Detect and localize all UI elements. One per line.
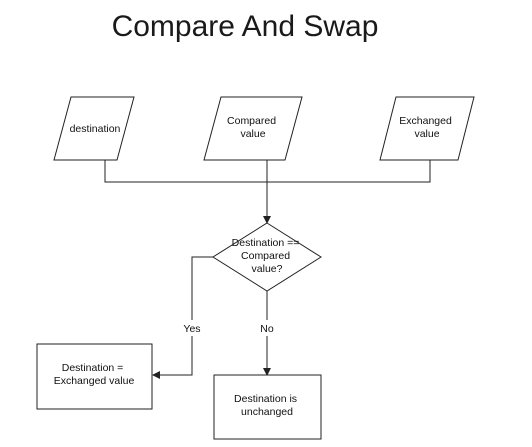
outcome-unchanged-label: Destination is unchanged: [234, 393, 300, 418]
outcome-unchanged-line-1: Destination is: [234, 393, 297, 405]
input-compared-value-line-1: Compared: [227, 115, 276, 127]
outcome-destination-exchanged: Destination = Exchanged value: [36, 343, 153, 410]
no-branch: No: [254, 291, 280, 376]
input-destination-label: destination: [70, 123, 121, 135]
yes-label: Yes: [183, 323, 200, 335]
input-compared-value-line-2: value: [240, 128, 265, 140]
decision-label: Destination == Compared value?: [232, 237, 303, 275]
decision-line-2: Compared: [241, 250, 290, 262]
input-exchanged-value-line-2: value: [414, 128, 439, 140]
input-destination-line-1: destination: [70, 123, 121, 135]
decision-line-1: Destination ==: [232, 237, 300, 249]
outcome-unchanged-line-2: unchanged: [241, 406, 293, 418]
input-compared-value-label: Compared value: [227, 115, 279, 140]
diagram-title: Compare And Swap: [112, 10, 379, 43]
yes-branch: Yes: [152, 256, 213, 379]
outcome-exchanged-label: Destination = Exchanged value: [54, 362, 135, 387]
merge-connector: [104, 160, 431, 224]
input-exchanged-value-line-1: Exchanged: [399, 115, 452, 127]
outcome-destination-unchanged: Destination is unchanged: [213, 374, 322, 440]
input-destination: destination: [53, 96, 135, 161]
outcome-exchanged-line-1: Destination =: [62, 362, 124, 374]
input-exchanged-value: Exchanged value: [379, 96, 475, 161]
decision-diamond: Destination == Compared value?: [212, 222, 322, 292]
no-label: No: [260, 323, 274, 335]
input-compared-value: Compared value: [203, 96, 303, 161]
outcome-exchanged-line-2: Exchanged value: [54, 375, 135, 387]
input-exchanged-value-label: Exchanged value: [399, 115, 454, 140]
decision-line-3: value?: [252, 263, 283, 275]
